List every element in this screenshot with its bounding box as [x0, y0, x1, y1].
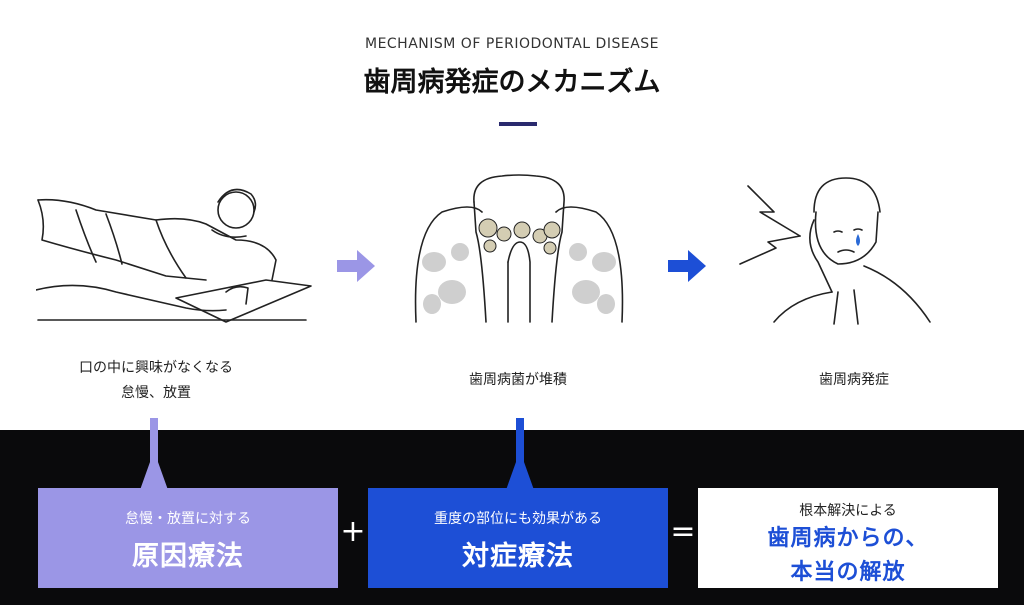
toothache-person-illustration	[739, 177, 931, 325]
cause-therapy-title: 原因療法	[132, 541, 244, 572]
step-1-caption: 口の中に興味がなくなる 怠慢、放置	[36, 356, 276, 406]
plaque-tooth-illustration	[414, 174, 624, 323]
result-box: 根本解決による 歯周病からの、 本当の解放	[698, 488, 998, 588]
cause-therapy-subtitle: 怠慢・放置に対する	[125, 511, 251, 527]
arrow-right-icon-blue	[668, 250, 706, 282]
symptom-therapy-box: 重度の部位にも効果がある 対症療法	[368, 488, 668, 588]
page-title: 歯周病発症のメカニズム	[363, 67, 661, 98]
title-underline	[499, 122, 537, 126]
step-1-line-2: 怠慢、放置	[121, 385, 191, 401]
equals-sign: =	[670, 514, 696, 549]
connector-to-symptom-therapy	[506, 418, 534, 490]
step-1-line-1: 口の中に興味がなくなる	[79, 360, 233, 376]
step-2-line-1: 歯周病菌が堆積	[469, 372, 567, 388]
step-2-caption: 歯周病菌が堆積	[418, 368, 618, 393]
step-3-line-1: 歯周病発症	[819, 372, 889, 388]
result-subtitle: 根本解決による	[799, 503, 897, 519]
lazy-person-illustration	[36, 188, 312, 323]
step-3-caption: 歯周病発症	[754, 368, 954, 393]
arrow-right-icon-light	[337, 250, 375, 282]
result-title-line-1: 歯周病からの、	[767, 526, 929, 551]
section-eyebrow: MECHANISM OF PERIODONTAL DISEASE	[364, 36, 660, 52]
connector-to-cause-therapy	[140, 418, 168, 490]
cause-therapy-box: 怠慢・放置に対する 原因療法	[38, 488, 338, 588]
plus-sign: +	[340, 514, 366, 549]
symptom-therapy-title: 対症療法	[462, 541, 574, 572]
result-title-line-2: 本当の解放	[790, 560, 906, 585]
symptom-therapy-subtitle: 重度の部位にも効果がある	[434, 511, 602, 527]
